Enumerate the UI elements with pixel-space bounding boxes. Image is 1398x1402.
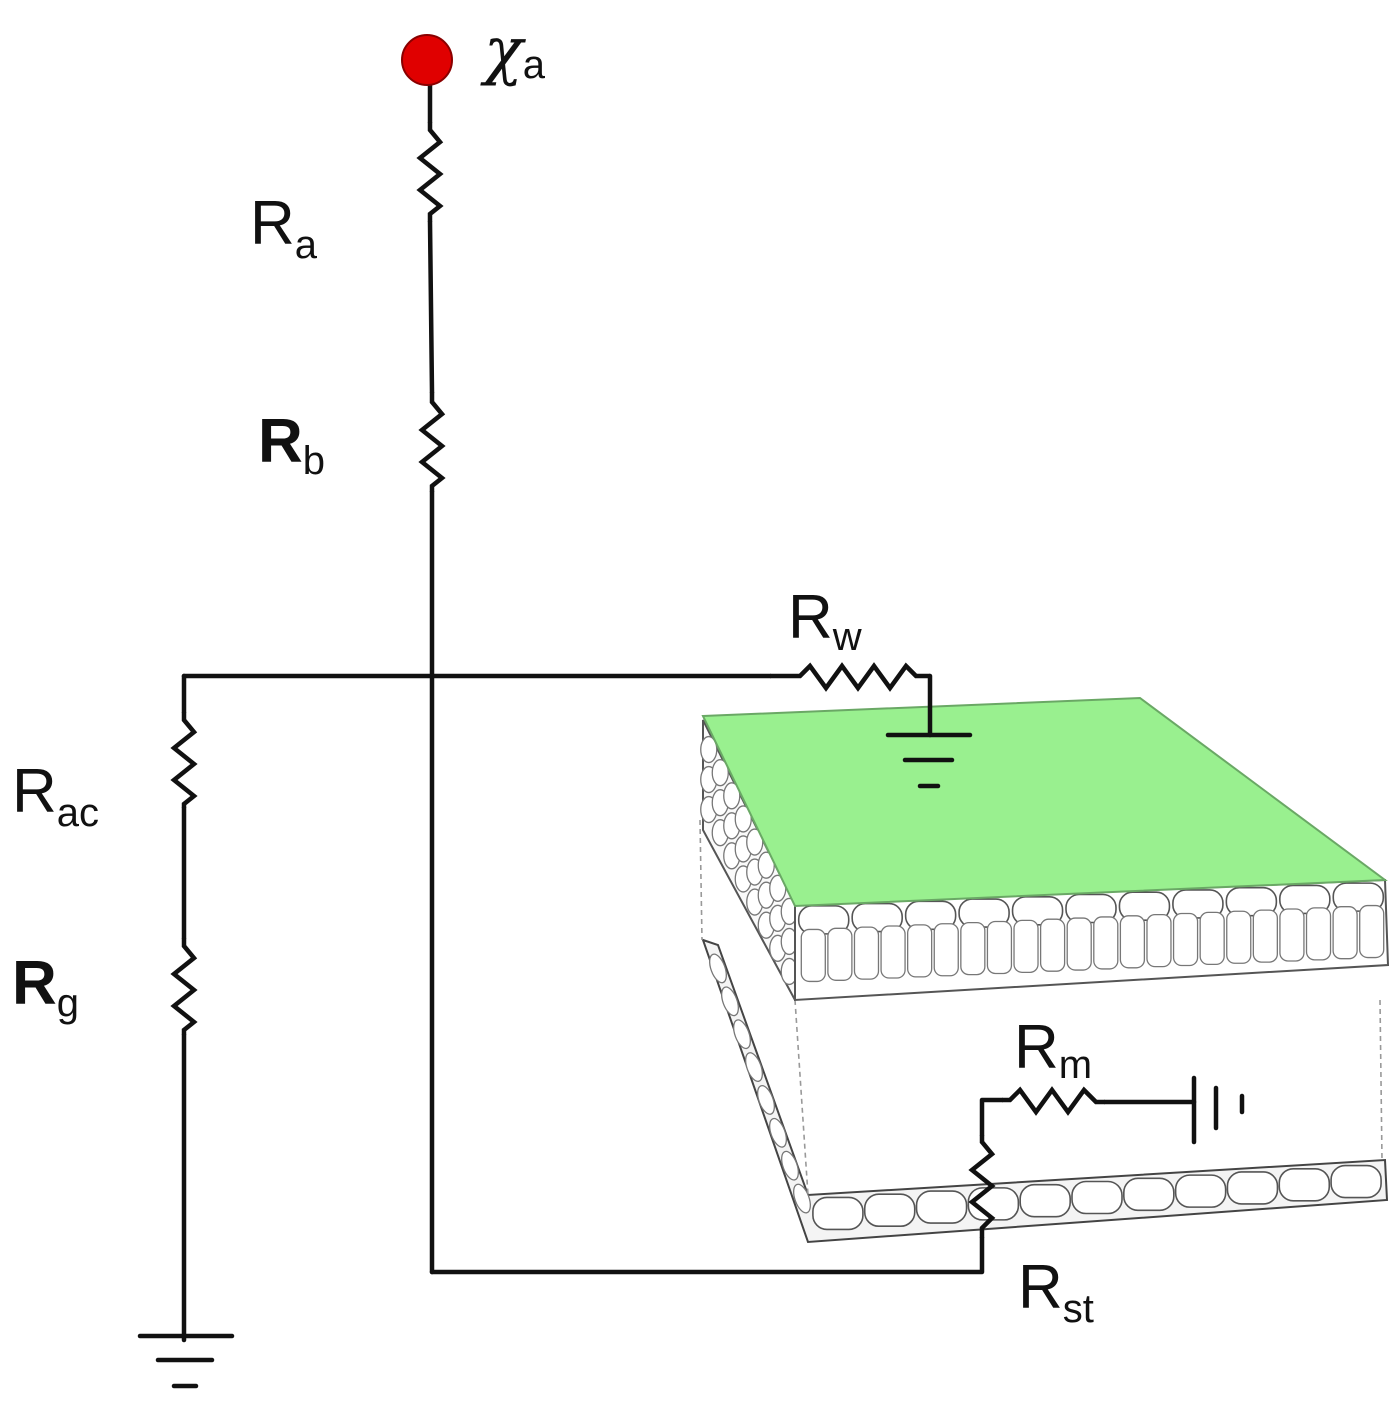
mesophyll-cell: [711, 759, 729, 787]
epidermis-cell: [1225, 886, 1278, 917]
epidermis-cell: [733, 1019, 751, 1050]
lower-slant-cells: [709, 953, 811, 1214]
epidermis-cell: [769, 1117, 787, 1148]
palisade-cell: [1013, 919, 1039, 973]
label-rb: Rb: [258, 407, 325, 483]
mesophyll-cell: [734, 805, 752, 833]
epidermis-cell: [709, 953, 727, 984]
epidermis-cell: [1071, 1180, 1123, 1215]
palisade-cell: [960, 921, 986, 976]
mesophyll-cell: [746, 828, 764, 856]
palisade-cell: [1146, 914, 1172, 968]
palisade-cell: [800, 928, 826, 983]
palisade-cell: [1199, 911, 1225, 966]
epidermis-cell: [793, 1183, 811, 1214]
palisade-cell: [1252, 909, 1278, 963]
palisade-cell: [1359, 904, 1385, 959]
palisade-cell: [986, 920, 1013, 975]
ground-icon: [885, 732, 973, 789]
palisade-cell: [1305, 907, 1332, 961]
palisade-cell: [907, 924, 933, 978]
epidermis-cell: [1118, 891, 1171, 922]
upper-front-palisade-cells: [800, 904, 1385, 983]
resistor-rst: [968, 1135, 996, 1238]
resistor-rw: [770, 662, 930, 692]
palisade-cell: [1119, 915, 1146, 969]
palisade-cell: [1172, 912, 1199, 967]
epidermis-cell: [1019, 1183, 1071, 1218]
mesophyll-cell: [700, 735, 718, 764]
palisade-cell: [1332, 906, 1358, 960]
epidermis-cell: [1172, 889, 1224, 919]
palisade-cell: [1226, 910, 1252, 964]
epidermis-cell: [915, 1190, 968, 1224]
battery-icon: [1191, 1075, 1245, 1145]
mesophyll-cell: [723, 782, 741, 810]
resistor-rb: [418, 392, 446, 492]
palisade-cell: [827, 927, 853, 981]
upper-front-epidermis-cells: [797, 882, 1385, 935]
chi-node: [401, 34, 453, 86]
palisade-cell: [880, 925, 906, 979]
epidermis-cell: [721, 986, 739, 1017]
palisade-cell: [1066, 917, 1092, 971]
resistor-rac: [170, 712, 198, 808]
leaf-tissue-illustration: [699, 696, 1390, 1244]
epidermis-cell: [1226, 1171, 1279, 1205]
upper-left-wall-cells: [700, 735, 798, 986]
epidermis-cell: [745, 1052, 763, 1083]
label-rm: Rm: [1014, 1013, 1092, 1087]
label-ra: Ra: [250, 189, 318, 267]
epidermis-cell: [1330, 1164, 1382, 1199]
epidermis-cell: [1279, 884, 1331, 915]
palisade-cell: [1093, 916, 1119, 970]
lower-epidermis-slab: [701, 938, 1389, 1244]
label-rg: Rg: [12, 949, 79, 1025]
palisade-cell: [853, 926, 880, 980]
epidermis-cell: [1332, 882, 1385, 912]
label-chi: χa: [480, 14, 546, 88]
lower-epidermis-cells: [812, 1164, 1382, 1231]
palisade-cell: [933, 923, 959, 977]
label-rac: Rac: [12, 757, 99, 835]
resistor-ra: [416, 122, 444, 222]
leaf-surface: [701, 696, 1388, 908]
resistor-rm: [1002, 1086, 1105, 1116]
epidermis-cell: [1278, 1167, 1331, 1202]
circuit-wires: [181, 82, 1197, 1343]
epidermis-cell: [863, 1193, 916, 1228]
label-rw: Rw: [788, 583, 862, 659]
epidermis-cell: [1123, 1177, 1175, 1212]
resistor-rg: [170, 938, 198, 1035]
palisade-cell: [1039, 918, 1066, 972]
palisade-cell: [1279, 908, 1305, 962]
epidermis-cell: [781, 1150, 799, 1181]
label-rst: Rst: [1018, 1253, 1094, 1331]
epidermis-cell: [1174, 1174, 1227, 1208]
epidermis-cell: [812, 1196, 864, 1231]
ground-icon: [137, 1333, 235, 1389]
epidermis-cell: [757, 1084, 775, 1115]
